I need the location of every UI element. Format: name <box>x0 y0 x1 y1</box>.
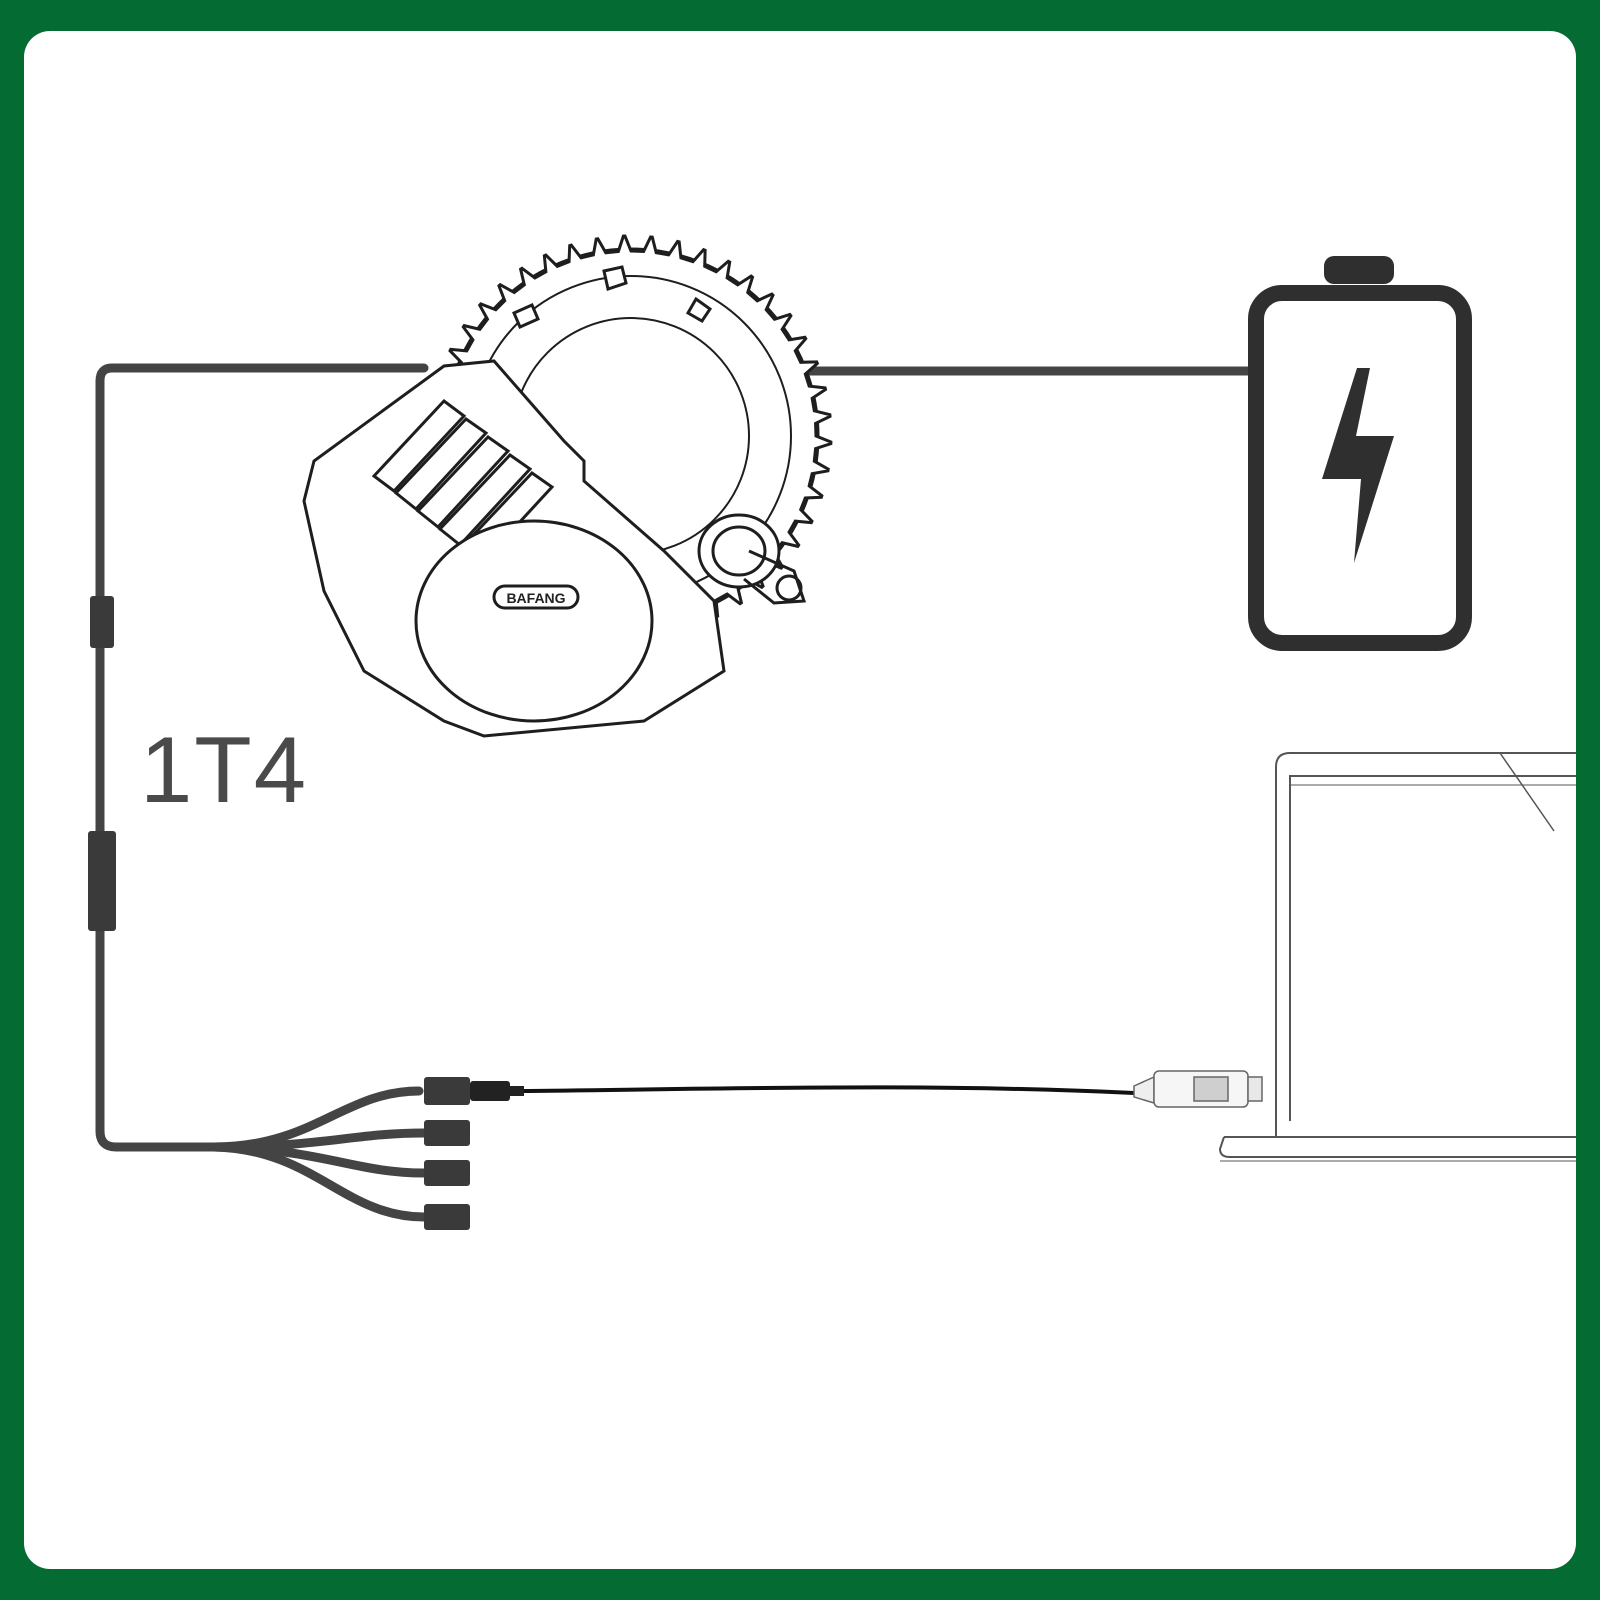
programming-cable <box>470 1081 1135 1101</box>
usb-programming-cable-icon <box>1133 1070 1263 1108</box>
splitter-plug-4 <box>424 1204 470 1230</box>
battery-charge-icon <box>1248 256 1472 651</box>
harness-label: 1T4 <box>140 717 308 822</box>
diagram-panel: BAFANG 1T4 <box>24 31 1576 1569</box>
motor-brand-logo: BAFANG <box>506 590 565 606</box>
splitter-plug-1 <box>424 1077 470 1105</box>
harness-wire <box>95 363 429 1152</box>
laptop-icon <box>1218 752 1576 1162</box>
harness-connector-upper <box>90 596 114 648</box>
harness-connector-lower <box>88 831 116 931</box>
wiring-diagram: BAFANG <box>88 234 1576 1230</box>
splitter-plug-2 <box>424 1120 470 1146</box>
splitter-1t4 <box>209 1086 429 1222</box>
mid-drive-motor-icon: BAFANG <box>302 234 833 738</box>
splitter-plug-3 <box>424 1160 470 1186</box>
